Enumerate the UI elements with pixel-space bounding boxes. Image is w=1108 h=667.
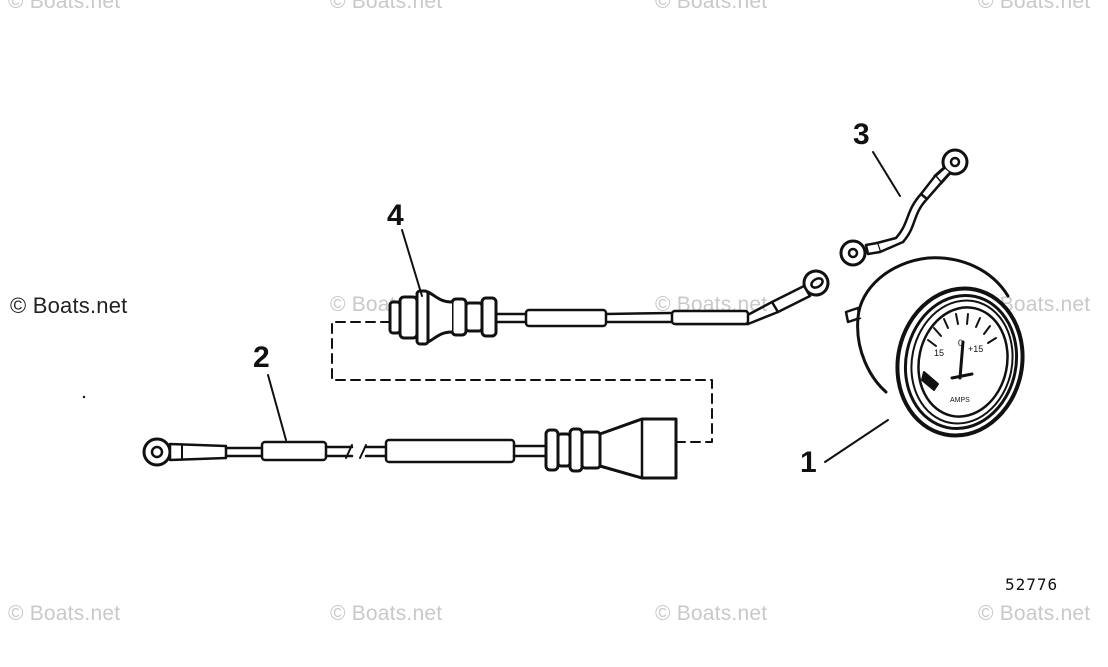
- leader-line-2: [267, 374, 287, 441]
- stray-dot: [82, 395, 86, 399]
- leader-line-1: [824, 419, 889, 463]
- watermark-top-4: © Boats.net: [978, 0, 1091, 13]
- ammeter-gauge-part-1: [844, 256, 1025, 438]
- gauge-scale-left: 15: [934, 348, 944, 358]
- harness-part-4: [388, 269, 830, 346]
- watermark-bottom-2: © Boats.net: [330, 602, 443, 625]
- watermark-top-1: © Boats.net: [8, 0, 121, 13]
- callout-2: 2: [253, 341, 270, 374]
- callout-3: 3: [853, 118, 870, 151]
- ground-wire-part-3: [839, 148, 969, 267]
- watermark-bottom-3: © Boats.net: [655, 602, 768, 625]
- callout-1: 1: [800, 446, 817, 479]
- gauge-scale-right: +15: [968, 344, 983, 354]
- watermark-top-2: © Boats.net: [330, 0, 443, 13]
- gauge-unit-label: AMPS: [950, 397, 970, 404]
- watermark-mid-1: © Boats.net: [10, 293, 128, 318]
- gauge-scale-center: 0: [958, 338, 963, 348]
- leader-line-3: [872, 151, 901, 197]
- extension-harness-part-2: [142, 417, 678, 480]
- callout-4: 4: [387, 199, 404, 232]
- drawing-number: 52776: [1005, 575, 1059, 594]
- watermark-bottom-4: © Boats.net: [978, 602, 1091, 625]
- watermark-bottom-1: © Boats.net: [8, 602, 121, 625]
- connection-dashed-line: [331, 321, 713, 443]
- watermark-top-3: © Boats.net: [655, 0, 768, 13]
- leader-line-4: [401, 229, 423, 297]
